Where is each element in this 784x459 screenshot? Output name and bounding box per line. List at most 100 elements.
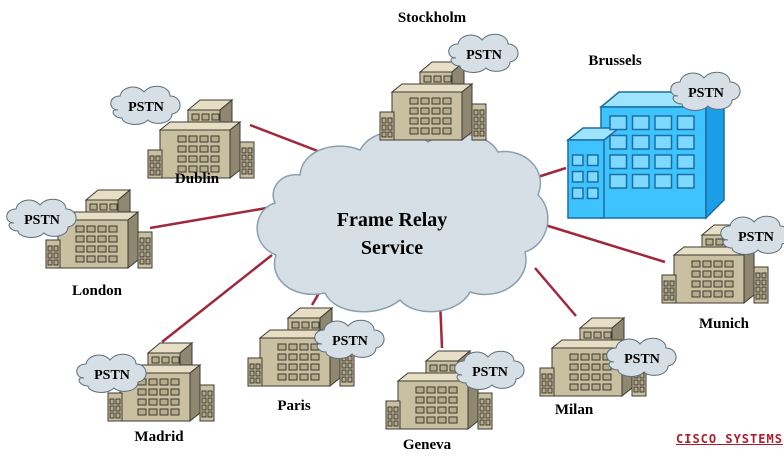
building-side [743, 245, 755, 305]
site-label-dublin: Dublin [174, 171, 220, 187]
building-window [580, 353, 590, 361]
site-label-geneva: Geneva [402, 437, 452, 453]
cloud-label-line1: Frame Relay [336, 209, 448, 231]
building-window [145, 244, 151, 251]
building-window [724, 270, 734, 278]
pstn-cloud-shape [720, 215, 784, 255]
building-window [448, 386, 458, 394]
building-window [75, 245, 85, 253]
building-window [702, 270, 712, 278]
building-window [139, 258, 145, 265]
building-window [631, 154, 650, 170]
building-window [569, 373, 579, 381]
building-window [310, 353, 320, 361]
building-window [148, 408, 158, 416]
building-window [724, 280, 734, 288]
pstn-label: PSTN [472, 365, 508, 380]
building-window [571, 187, 584, 200]
building-window [713, 290, 723, 298]
building-window [409, 117, 419, 125]
building-window [423, 75, 432, 83]
building-window [702, 280, 712, 288]
building-window [663, 294, 669, 301]
pstn-label: PSTN [128, 100, 164, 115]
building-window [247, 168, 253, 175]
building-window [479, 130, 485, 137]
building-window [448, 406, 458, 414]
building-window [47, 245, 53, 252]
building-window [415, 396, 425, 404]
building-window [387, 131, 393, 138]
building-window [97, 245, 107, 253]
building-window [159, 388, 169, 396]
building-window [188, 145, 198, 153]
building-window [247, 147, 253, 154]
building-window [148, 388, 158, 396]
building-side [461, 82, 473, 142]
building-side [189, 363, 201, 423]
building-window [479, 109, 485, 116]
building-window [387, 406, 393, 413]
building-window [288, 363, 298, 371]
building-window [299, 373, 309, 381]
building-window [139, 251, 145, 258]
building-window [713, 270, 723, 278]
building-window [53, 252, 59, 259]
building-window [99, 203, 108, 211]
building-window [437, 396, 447, 404]
building-window [161, 356, 170, 364]
building-window [448, 416, 458, 424]
building-window [393, 420, 399, 427]
building-window [437, 406, 447, 414]
building-window [86, 235, 96, 243]
pstn-cloud-shape [76, 353, 147, 393]
building-window [255, 370, 261, 377]
building-window [669, 280, 675, 287]
link-munich [544, 223, 666, 264]
building-window [387, 124, 393, 131]
building-window [755, 293, 761, 300]
building-window [291, 321, 300, 329]
building-window [75, 225, 85, 233]
building-window [201, 390, 207, 397]
building-window [341, 362, 347, 369]
building-window [201, 113, 210, 121]
building-window [591, 353, 601, 361]
site-label-stockholm: Stockholm [397, 10, 467, 26]
building-window [199, 155, 209, 163]
building-window [75, 255, 85, 263]
building-window [347, 362, 353, 369]
building-window [409, 97, 419, 105]
building-window [241, 154, 247, 161]
building-window [431, 107, 441, 115]
building-window [387, 117, 393, 124]
building-window [583, 331, 592, 339]
building-window [210, 145, 220, 153]
building-window [137, 398, 147, 406]
building-window [47, 252, 53, 259]
building-window [761, 272, 767, 279]
building-window [442, 107, 452, 115]
building-window [241, 168, 247, 175]
building-window [207, 397, 213, 404]
building-window [159, 378, 169, 386]
link-madrid [161, 254, 273, 343]
building-window [569, 353, 579, 361]
building-window [676, 173, 695, 189]
building-window [115, 412, 121, 419]
building-window [199, 165, 209, 173]
building-window [654, 115, 673, 131]
building-window [571, 154, 584, 167]
building-window [547, 373, 553, 380]
building-window [602, 373, 612, 381]
pstn-cloud-munich: PSTN [720, 215, 784, 255]
building-window [609, 154, 628, 170]
building-window [108, 255, 118, 263]
building-window [145, 258, 151, 265]
building-window [631, 115, 650, 131]
building-window [691, 270, 701, 278]
building-window [255, 377, 261, 384]
building-window [155, 169, 161, 176]
building-window [149, 155, 155, 162]
